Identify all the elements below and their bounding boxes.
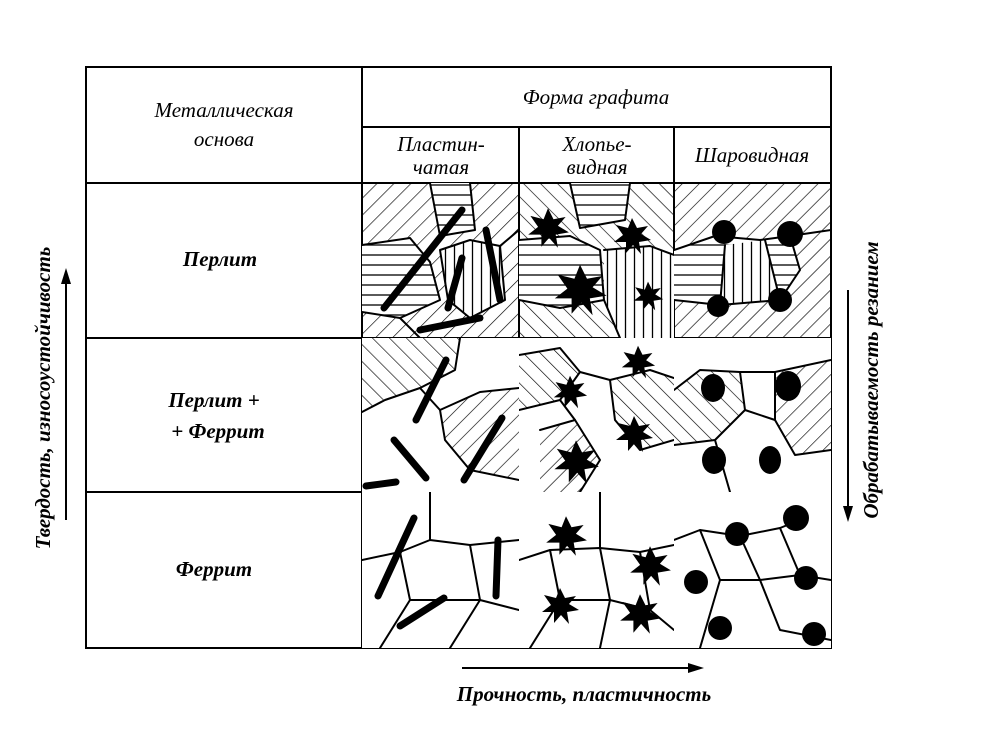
cell-pearlite-ferrite-spheroidal <box>674 338 831 492</box>
row-label-ferrite: Феррит <box>176 557 252 581</box>
bottom-axis-label: Прочность, пластичность <box>456 682 711 706</box>
corner-header-line2: основа <box>194 127 254 151</box>
cell-pearlite-lamellar <box>362 183 519 338</box>
cell-ferrite-flaky <box>519 492 674 648</box>
graphite-form-header: Форма графита <box>523 85 670 109</box>
row-label-pearlite-ferrite-line1: Перлит + <box>167 388 259 412</box>
right-axis-arrow <box>843 290 853 522</box>
cell-ferrite-lamellar <box>362 492 519 648</box>
row-label-pearlite-ferrite-line2: + Феррит <box>171 419 264 443</box>
column-header-spheroidal: Шаровидная <box>694 143 809 167</box>
left-axis-label: Твердость, износоустойчивость <box>31 247 55 550</box>
right-axis-label: Обрабатываемость резанием <box>859 241 883 518</box>
row-label-pearlite: Перлит <box>182 247 257 271</box>
column-header-lamellar-line2: чатая <box>413 155 469 179</box>
left-axis-arrow <box>61 268 71 520</box>
corner-header-line1: Металлическая <box>154 98 294 122</box>
cell-pearlite-ferrite-lamellar <box>362 338 519 492</box>
cell-pearlite-spheroidal <box>674 183 831 338</box>
column-header-flaky-line2: видная <box>567 155 628 179</box>
column-header-flaky-line1: Хлопье- <box>561 132 631 156</box>
bottom-axis-arrow <box>462 663 704 673</box>
cell-pearlite-flaky <box>519 183 674 338</box>
cell-ferrite-spheroidal <box>674 492 831 648</box>
cell-pearlite-ferrite-flaky <box>519 338 674 492</box>
column-header-lamellar-line1: Пластин- <box>396 132 484 156</box>
